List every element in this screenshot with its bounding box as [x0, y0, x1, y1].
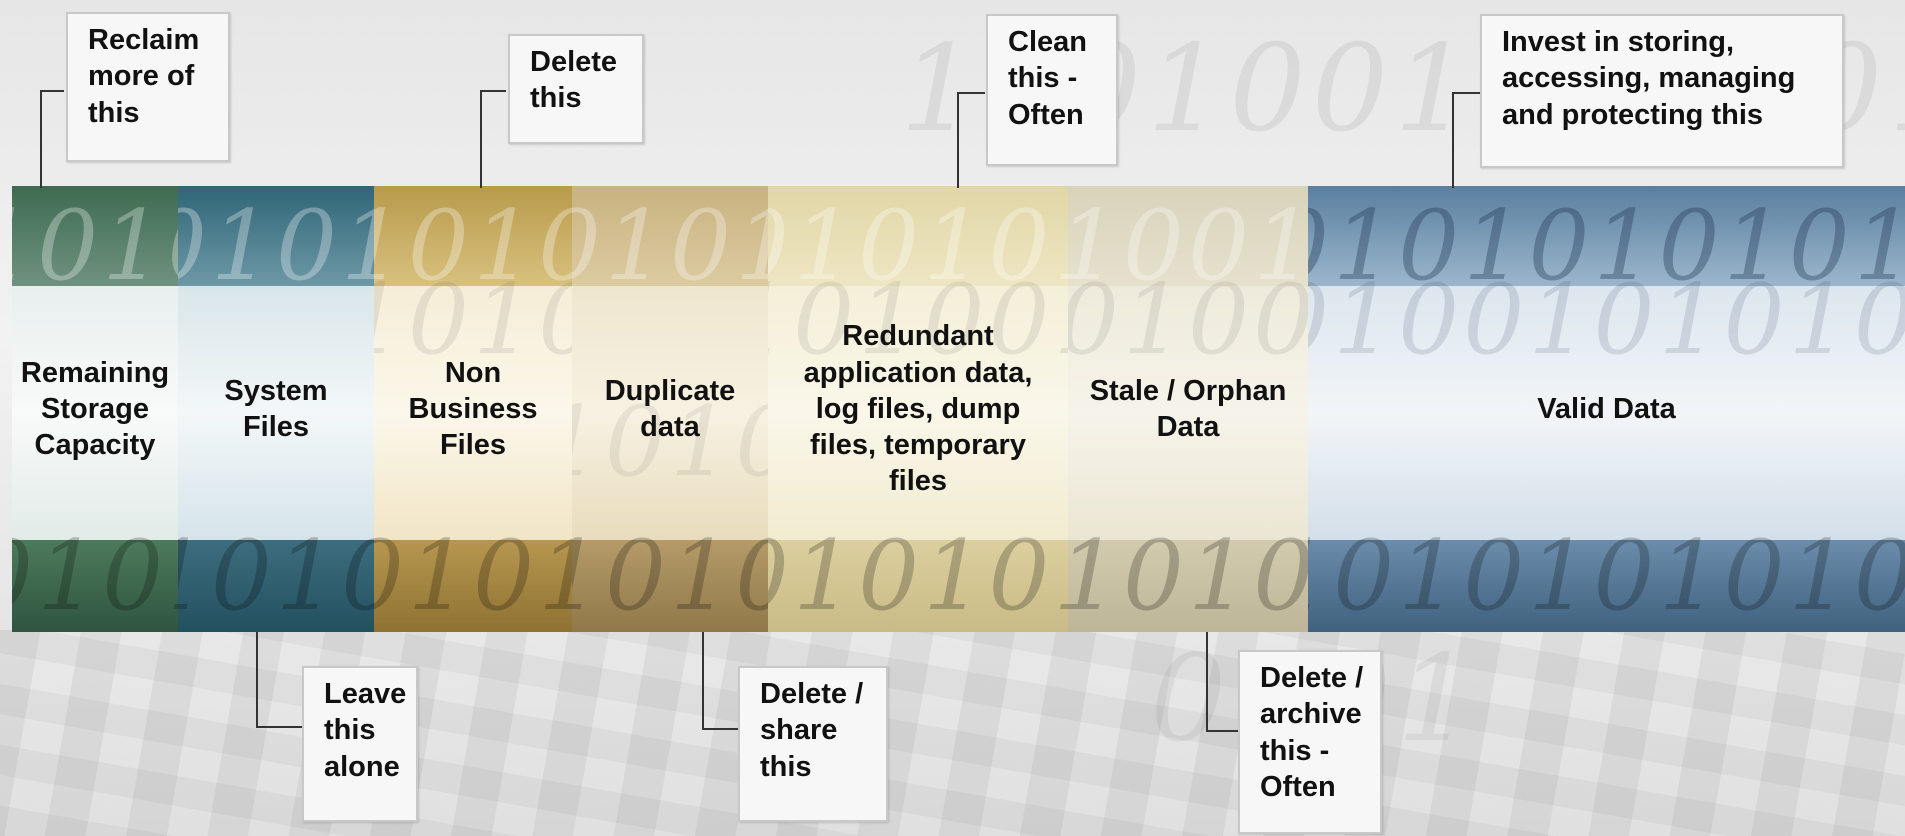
segment-label: Non Business Files [408, 356, 538, 462]
storage-band: 10100101 Remaining Storage Capacity 0101… [12, 186, 1905, 632]
segment-label: Stale / Orphan Data [1089, 374, 1287, 443]
callout-delete-share: Delete / share this [738, 666, 888, 822]
callout-text: Invest in storing, accessing, managing a… [1502, 26, 1796, 131]
segment-label: Duplicate data [604, 374, 736, 443]
connector-clean [957, 92, 985, 188]
segment-remaining-storage: 10100101 Remaining Storage Capacity [12, 186, 178, 632]
connector-delete-share [702, 632, 738, 730]
callout-text: Clean this - Often [1008, 26, 1087, 131]
callout-clean: Clean this - Often [986, 14, 1118, 166]
connector-invest [1452, 92, 1480, 188]
callout-text: Delete / share this [760, 678, 864, 783]
connector-delete-archive [1206, 632, 1238, 732]
segment-label: System Files [224, 374, 328, 443]
segment-label: Valid Data [1537, 392, 1676, 425]
callout-delete-archive: Delete / archive this - Often [1238, 650, 1382, 834]
callout-leave: Leave this alone [302, 666, 418, 822]
callout-delete: Delete this [508, 34, 644, 144]
segment-duplicate-data: 010110101010 Duplicate data [572, 186, 768, 632]
segment-redundant-application-data: 010101101001010101 Redundant application… [768, 186, 1068, 632]
connector-leave [256, 632, 302, 728]
connector-reclaim [40, 90, 64, 188]
callout-text: Delete / archive this - Often [1260, 662, 1364, 803]
segment-valid-data: 010101010100100101010110101010101 Valid … [1308, 186, 1905, 632]
callout-text: Leave this alone [324, 678, 407, 783]
callout-invest: Invest in storing, accessing, managing a… [1480, 14, 1844, 168]
callout-reclaim: Reclaim more of this [66, 12, 230, 162]
segment-label: Redundant application data, log files, d… [803, 320, 1033, 498]
segment-system-files: 01011010 System Files [178, 186, 374, 632]
callout-text: Reclaim more of this [88, 24, 200, 129]
segment-label: Remaining Storage Capacity [20, 356, 170, 462]
callout-text: Delete this [530, 46, 618, 115]
connector-delete [480, 90, 506, 188]
